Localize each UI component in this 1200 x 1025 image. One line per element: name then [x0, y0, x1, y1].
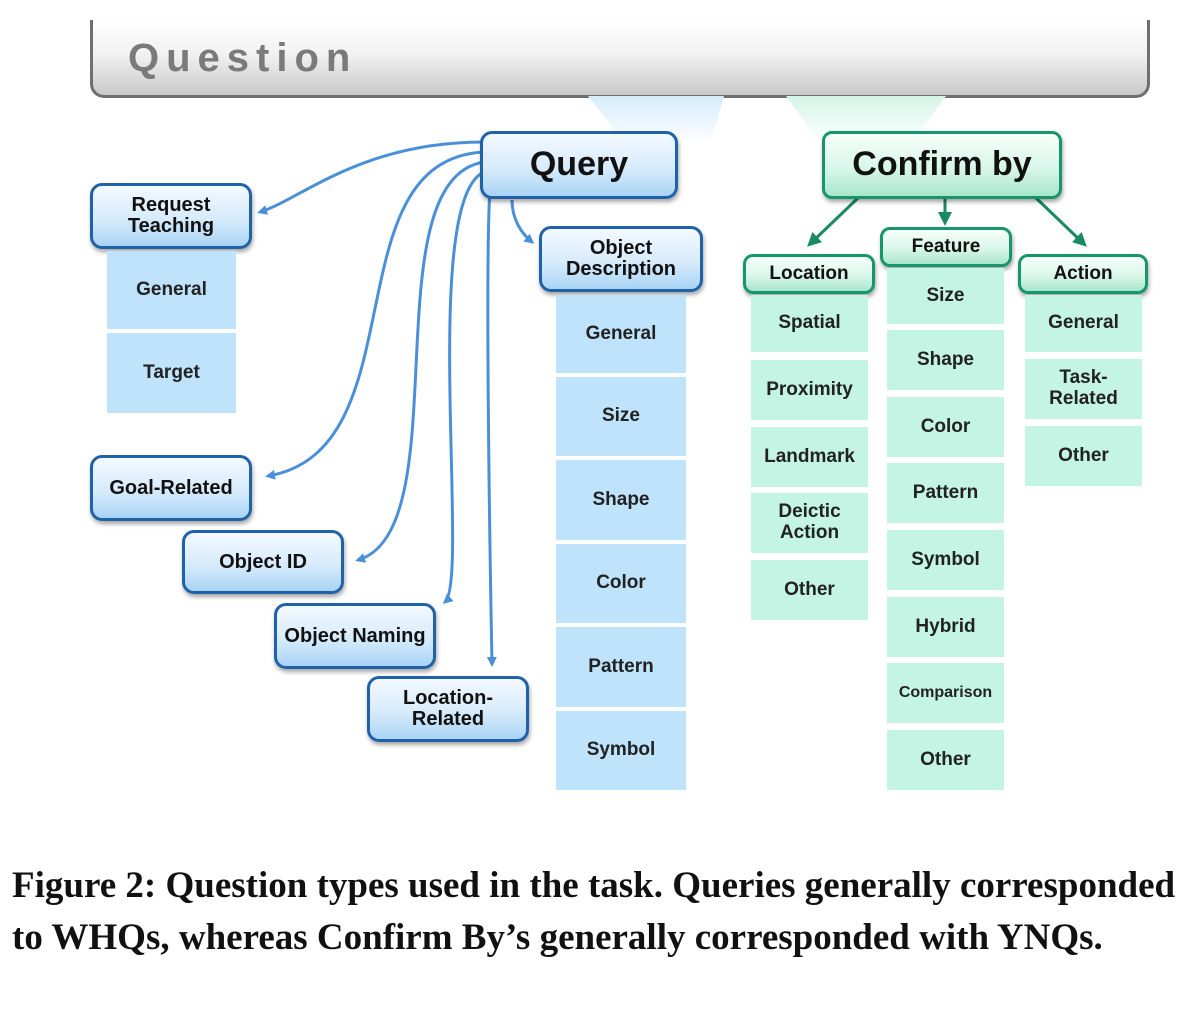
object-description-size-label: Size — [601, 405, 641, 427]
confirm-by-label: Confirm by — [852, 145, 1032, 184]
arrow-to-object-naming — [442, 170, 485, 605]
feature-other-label: Other — [920, 748, 971, 770]
action-box: Action — [1018, 254, 1148, 294]
object-description-pattern-label: Pattern — [588, 655, 654, 677]
location-label: Location — [769, 263, 849, 285]
object-description-general-label: General — [585, 322, 657, 344]
feature-symbol-label: Symbol — [911, 548, 980, 570]
request-teaching-general-label: General — [136, 278, 207, 300]
feature-box: Feature — [880, 227, 1012, 267]
action-general-cell: General — [1025, 295, 1142, 352]
location-related-box: Location-Related — [367, 676, 529, 742]
object-id-label: Object ID — [219, 550, 307, 573]
object-description-shape-cell: Shape — [556, 460, 686, 540]
feature-size-cell: Size — [887, 268, 1004, 324]
object-description-label: Object Description — [565, 237, 677, 280]
request-teaching-label: Request Teaching — [127, 194, 215, 237]
location-other-cell: Other — [751, 560, 868, 620]
feature-pattern-cell: Pattern — [887, 463, 1004, 523]
action-task-related-cell: Task-Related — [1025, 359, 1142, 419]
request-teaching-target-cell: Target — [107, 333, 236, 413]
goal-related-label: Goal-Related — [109, 476, 233, 499]
location-deictic-action-cell: Deictic Action — [751, 493, 868, 553]
query-label: Query — [529, 145, 629, 184]
action-task-related-label: Task-Related — [1049, 367, 1118, 409]
object-naming-label: Object Naming — [284, 624, 426, 647]
arrow-to-object-description — [510, 199, 535, 244]
feature-shape-label: Shape — [916, 348, 975, 370]
query-box: Query — [480, 131, 678, 199]
figure-caption: Figure 2: Question types used in the tas… — [12, 865, 1176, 958]
object-naming-box: Object Naming — [274, 603, 436, 669]
object-description-shape-label: Shape — [592, 488, 650, 510]
object-id-box: Object ID — [182, 530, 344, 594]
location-landmark-label: Landmark — [764, 445, 855, 467]
action-other-label: Other — [1058, 444, 1109, 466]
arrow-to-location-related — [486, 189, 497, 667]
arrow-to-action — [1034, 196, 1087, 247]
location-box: Location — [743, 254, 875, 294]
location-other-label: Other — [784, 578, 835, 600]
object-description-color-cell: Color — [556, 544, 686, 623]
object-description-symbol-label: Symbol — [586, 739, 656, 761]
confirm-by-box: Confirm by — [822, 131, 1062, 199]
location-proximity-cell: Proximity — [751, 360, 868, 420]
feature-color-label: Color — [920, 415, 971, 437]
arrow-to-request-teaching — [257, 140, 485, 215]
arrow-to-goal-related — [265, 150, 485, 480]
location-spatial-label: Spatial — [778, 312, 841, 334]
arrow-to-location — [807, 196, 860, 247]
action-general-label: General — [1048, 312, 1119, 334]
action-other-cell: Other — [1025, 426, 1142, 486]
feature-pattern-label: Pattern — [912, 481, 979, 503]
arrow-to-object-id — [355, 160, 485, 563]
request-teaching-box: Request Teaching — [90, 183, 252, 249]
action-label: Action — [1053, 263, 1113, 285]
feature-comparison-label: Comparison — [898, 684, 993, 702]
feature-symbol-cell: Symbol — [887, 530, 1004, 590]
feature-hybrid-cell: Hybrid — [887, 597, 1004, 657]
object-description-size-cell: Size — [556, 377, 686, 456]
object-description-box: Object Description — [539, 226, 703, 292]
request-teaching-general-cell: General — [107, 251, 236, 329]
object-description-symbol-cell: Symbol — [556, 711, 686, 790]
object-description-general-cell: General — [556, 295, 686, 373]
location-deictic-action-label: Deictic Action — [778, 501, 841, 543]
feature-other-cell: Other — [887, 730, 1004, 790]
location-related-label: Location-Related — [403, 687, 493, 730]
location-spatial-cell: Spatial — [751, 295, 868, 352]
feature-comparison-cell: Comparison — [887, 663, 1004, 723]
object-description-pattern-cell: Pattern — [556, 627, 686, 707]
feature-color-cell: Color — [887, 397, 1004, 457]
object-description-color-label: Color — [596, 572, 646, 594]
request-teaching-target-label: Target — [143, 361, 200, 383]
location-landmark-cell: Landmark — [751, 427, 868, 487]
feature-hybrid-label: Hybrid — [915, 615, 976, 637]
feature-size-label: Size — [926, 284, 965, 306]
goal-related-box: Goal-Related — [90, 455, 252, 521]
question-root-label: Question — [128, 36, 358, 80]
location-proximity-label: Proximity — [766, 378, 853, 400]
feature-label: Feature — [911, 236, 981, 258]
feature-shape-cell: Shape — [887, 330, 1004, 390]
